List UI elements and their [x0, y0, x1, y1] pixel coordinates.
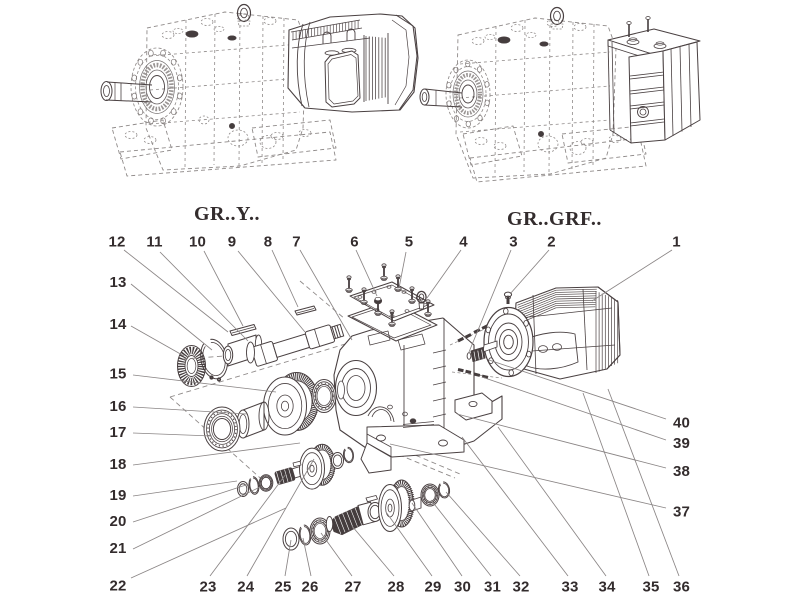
svg-text:39: 39	[673, 435, 690, 452]
svg-text:9: 9	[228, 234, 237, 251]
svg-text:12: 12	[108, 234, 125, 251]
svg-text:38: 38	[673, 463, 690, 480]
svg-text:10: 10	[189, 234, 206, 251]
svg-text:29: 29	[424, 579, 441, 596]
svg-text:33: 33	[561, 579, 578, 596]
svg-text:20: 20	[109, 513, 126, 530]
svg-text:21: 21	[109, 540, 126, 557]
svg-text:5: 5	[405, 234, 414, 251]
svg-text:18: 18	[109, 456, 126, 473]
svg-text:13: 13	[109, 274, 126, 291]
svg-text:23: 23	[199, 579, 216, 596]
svg-text:GR..GRF..: GR..GRF..	[507, 208, 602, 230]
svg-text:22: 22	[109, 578, 126, 595]
svg-text:4: 4	[459, 234, 468, 251]
svg-text:37: 37	[673, 504, 690, 521]
svg-text:1: 1	[672, 234, 681, 251]
svg-text:40: 40	[673, 415, 690, 432]
svg-text:32: 32	[512, 579, 529, 596]
svg-text:26: 26	[301, 579, 318, 596]
svg-text:28: 28	[387, 579, 404, 596]
svg-text:25: 25	[274, 579, 291, 596]
svg-text:30: 30	[454, 579, 471, 596]
svg-text:31: 31	[484, 579, 501, 596]
svg-text:34: 34	[598, 579, 616, 596]
svg-text:2: 2	[547, 234, 556, 251]
svg-text:3: 3	[509, 234, 518, 251]
svg-text:6: 6	[350, 234, 359, 251]
svg-text:36: 36	[673, 579, 690, 596]
svg-text:14: 14	[109, 316, 127, 333]
svg-text:16: 16	[109, 398, 126, 415]
svg-text:8: 8	[264, 234, 273, 251]
svg-text:19: 19	[109, 487, 126, 504]
svg-text:11: 11	[146, 234, 162, 251]
svg-text:GR..Y..: GR..Y..	[194, 203, 260, 225]
svg-text:17: 17	[109, 424, 126, 441]
svg-text:7: 7	[292, 234, 301, 251]
svg-text:24: 24	[237, 579, 255, 596]
svg-text:27: 27	[344, 579, 361, 596]
svg-text:15: 15	[109, 366, 126, 383]
svg-text:35: 35	[642, 579, 659, 596]
